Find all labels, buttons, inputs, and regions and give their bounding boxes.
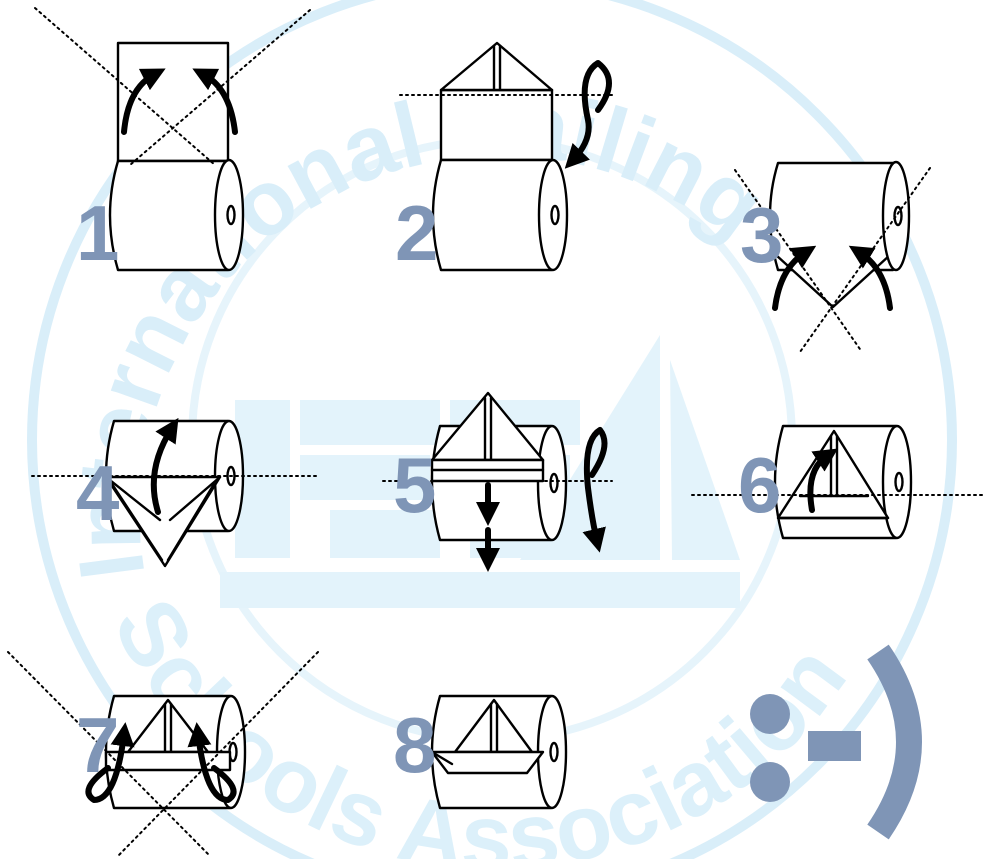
step-number: 5 [393, 441, 436, 529]
smiley-eye [750, 762, 790, 802]
smiley-mouth [878, 652, 909, 832]
roll-end [539, 160, 567, 270]
step-6: 6 [692, 426, 982, 538]
paper-flap [118, 43, 228, 161]
roll-end [538, 426, 566, 540]
step-number: 2 [395, 189, 438, 277]
paper-triangle [441, 43, 552, 90]
step-number: 3 [740, 191, 783, 279]
paper-flap [441, 90, 552, 160]
step-number: 4 [76, 449, 119, 537]
roll-end [215, 160, 243, 270]
paper-flap [776, 240, 890, 307]
roll-end [883, 426, 911, 538]
step-number: 8 [393, 701, 436, 789]
step-number: 1 [76, 189, 119, 277]
roll-end [883, 162, 909, 270]
step-number: 6 [738, 441, 781, 529]
step-number: 7 [76, 701, 119, 789]
smiley-nose [808, 731, 861, 761]
smiley-eye [750, 694, 790, 734]
